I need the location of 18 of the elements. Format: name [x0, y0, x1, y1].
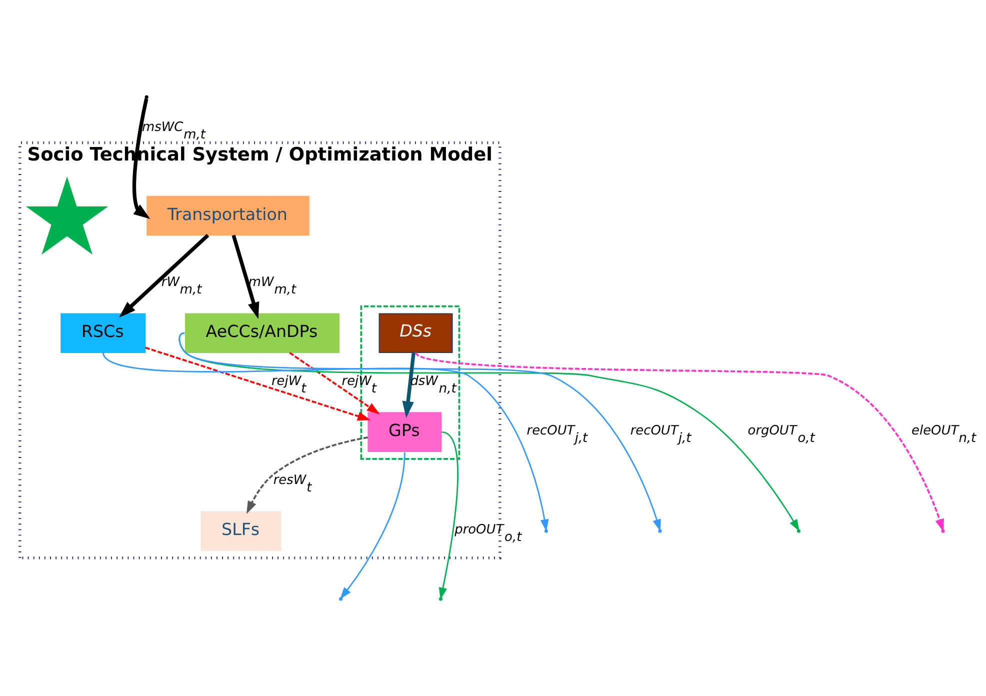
arrow: [246, 436, 368, 514]
node-box: RSCs: [60, 313, 146, 353]
node-box: SLFs: [200, 511, 282, 551]
node-box: Transportation: [146, 196, 310, 236]
arrow: [132, 98, 150, 219]
node-box: DSs: [378, 313, 453, 353]
arrow: [145, 346, 371, 421]
node-star: [26, 176, 108, 255]
arrow: [232, 234, 260, 320]
arrow: [119, 234, 210, 318]
arrow: [340, 452, 406, 600]
arrow: [289, 352, 380, 414]
arrow: [102, 352, 549, 532]
arrow: [179, 332, 661, 532]
node-box: AeCCs/AnDPs: [185, 313, 340, 353]
node-box: GPs: [368, 412, 442, 452]
arrow: [402, 352, 416, 418]
arrow: [178, 332, 800, 532]
